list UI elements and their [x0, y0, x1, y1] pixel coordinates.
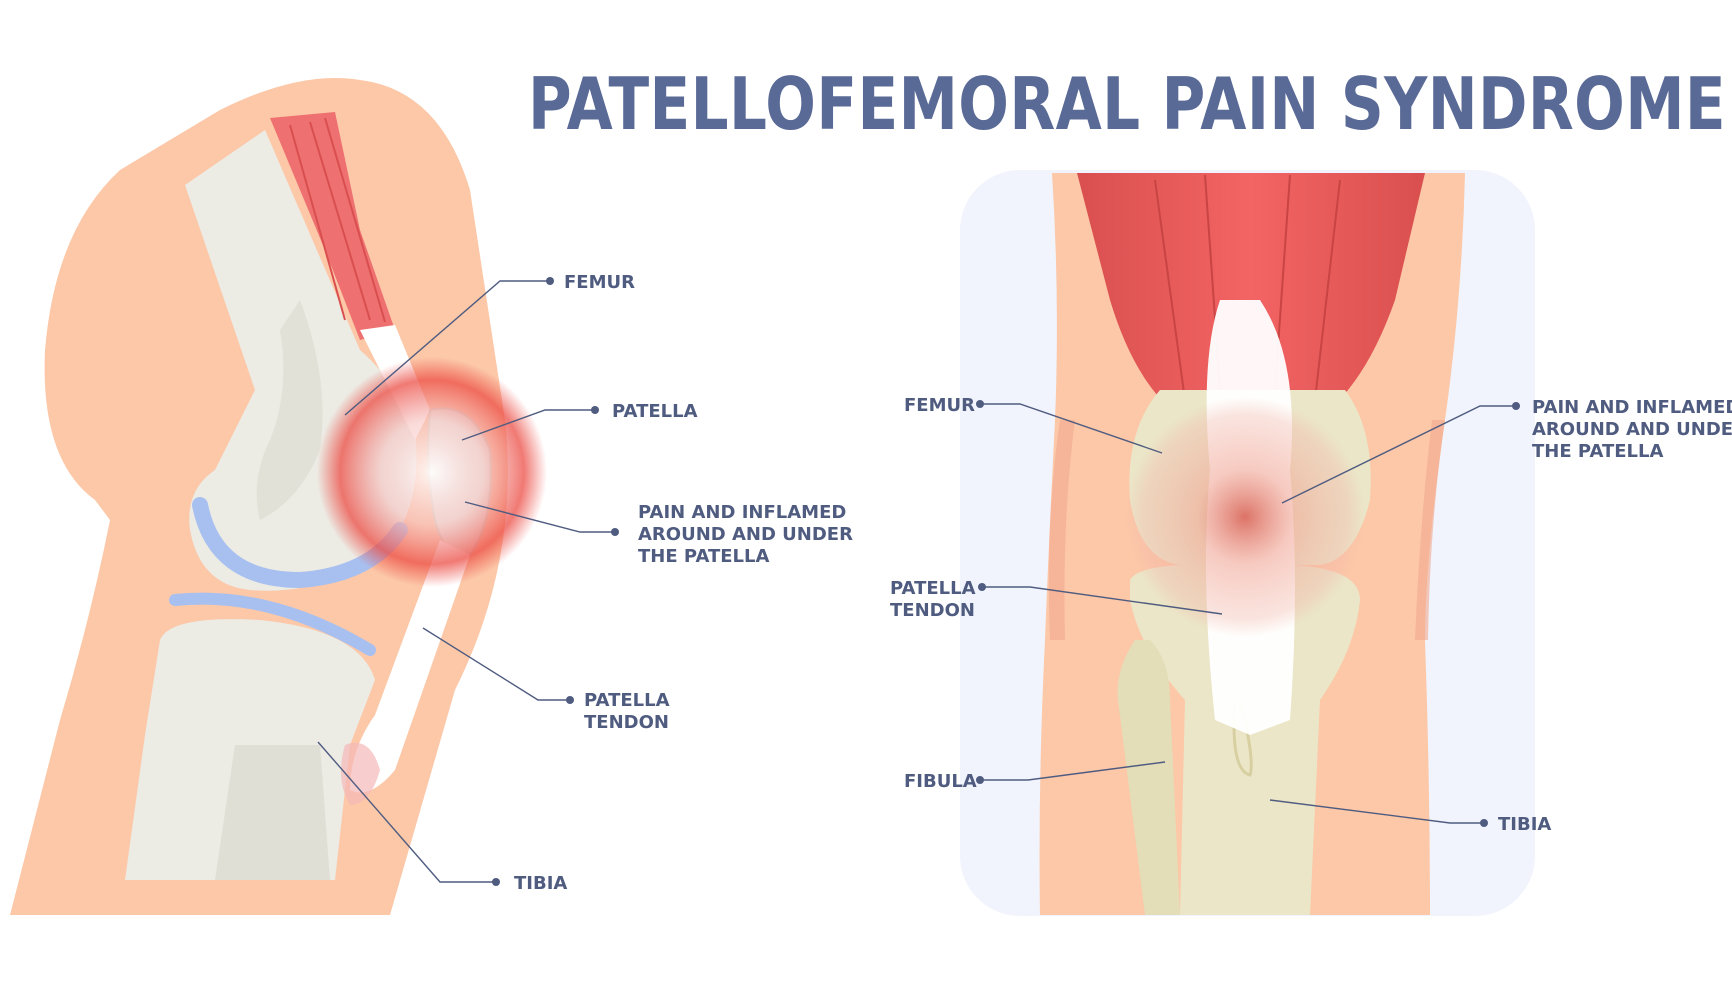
side-femur-leader [344, 280, 550, 416]
front-tendon-dot [978, 583, 986, 591]
side-pain-label-line2: AROUND AND UNDER [638, 524, 853, 545]
side-patella-dot [591, 406, 599, 414]
side-tibia-dot [492, 878, 500, 886]
side-tibial-tuberosity [341, 742, 380, 805]
front-leg-shadow-left [1048, 420, 1075, 640]
front-tibia-bone [1130, 564, 1360, 915]
side-femur-label: FEMUR [564, 272, 635, 293]
front-femur-dot [976, 400, 984, 408]
front-fibula-leader [980, 761, 1166, 781]
front-pain-leader [1281, 405, 1516, 504]
side-tibia-leader [317, 741, 496, 883]
front-pain-label-line3: THE PATELLA [1532, 441, 1663, 462]
side-inflammation-glow [317, 357, 547, 587]
front-pain-label-line2: AROUND AND UNDER [1532, 419, 1732, 440]
front-tibia-dot [1480, 819, 1488, 827]
front-pain-label-line1: PAIN AND INFLAMED [1532, 397, 1732, 418]
front-tibia-label: TIBIA [1498, 814, 1551, 835]
front-femur-label: FEMUR [904, 395, 975, 416]
side-femur-dot [546, 277, 554, 285]
side-tendon-label-line2: TENDON [584, 712, 669, 733]
side-tendon-leader [422, 627, 570, 701]
front-tendon-label-line2: TENDON [890, 600, 975, 621]
front-pain-dot [1512, 402, 1520, 410]
side-patella-label: PATELLA [612, 401, 698, 422]
front-femur-leader [980, 403, 1163, 454]
side-quadriceps-muscle [270, 112, 395, 340]
front-tendon-leader [982, 586, 1223, 615]
side-patella-tendon [350, 540, 470, 793]
front-inflammation-glow [1125, 397, 1365, 637]
side-labels: FEMUR PATELLA PAIN AND INFLAMED AROUND A… [317, 272, 853, 894]
front-tendon-label-line1: PATELLA [890, 578, 976, 599]
side-patella-leader [461, 409, 595, 441]
front-leg-shadow-right [1415, 420, 1445, 640]
side-pain-leader [464, 501, 615, 533]
side-tendon-dot [566, 696, 574, 704]
side-quadriceps-stripes [289, 117, 386, 323]
side-tibia-cartilage [169, 592, 376, 656]
page-title: PATELLOFEMORAL PAIN SYNDROME [528, 62, 1726, 146]
side-pain-label-line1: PAIN AND INFLAMED [638, 502, 846, 523]
front-fibula-label: FIBULA [904, 771, 977, 792]
side-tibia-shade [215, 745, 330, 880]
front-fibula-dot [976, 776, 984, 784]
side-pain-dot [611, 528, 619, 536]
side-tibia-label: TIBIA [514, 873, 567, 894]
front-quadriceps-stripes [1154, 174, 1341, 401]
front-view [960, 170, 1535, 916]
side-pain-label-line3: THE PATELLA [638, 546, 769, 567]
front-fibula-bone [1117, 640, 1180, 915]
front-tibia-leader [1269, 799, 1484, 824]
side-femur-shade [256, 300, 323, 520]
side-view [10, 78, 547, 915]
front-labels: FEMUR PATELLA TENDON FIBULA PAIN AND INF… [890, 395, 1732, 835]
side-tendon-label-line1: PATELLA [584, 690, 670, 711]
